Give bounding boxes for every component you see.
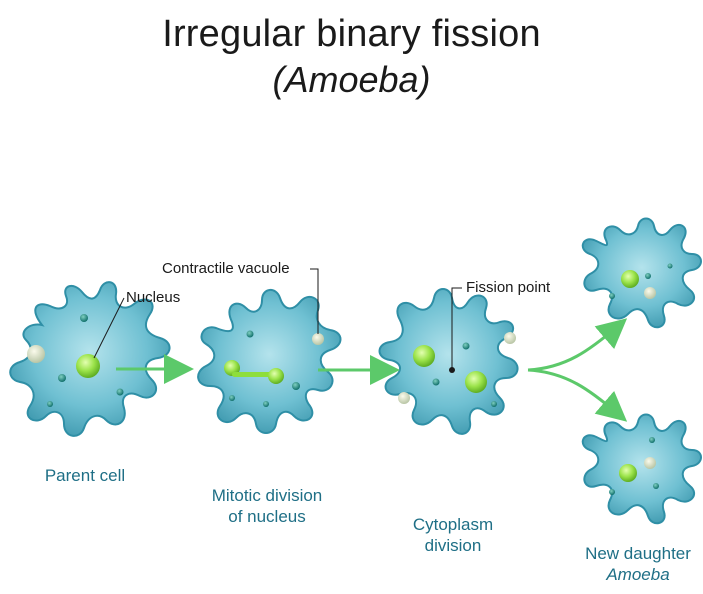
diagram-subtitle: (Amoeba) xyxy=(272,59,431,100)
caption-daughter: New daughter Amoeba xyxy=(574,543,702,585)
daughter-cell-bottom xyxy=(581,413,702,525)
caption-cytoplasm: Cytoplasm division xyxy=(388,514,518,556)
cytoplasm-division-cell xyxy=(378,288,519,435)
arrow-split-up xyxy=(527,318,628,372)
mitotic-cell xyxy=(197,289,342,434)
caption-parent-cell: Parent cell xyxy=(20,465,150,486)
caption-daughter-line1: New daughter xyxy=(585,544,691,563)
caption-cytoplasm-line2: division xyxy=(424,536,482,555)
caption-mitotic: Mitotic division of nucleus xyxy=(192,485,342,527)
nucleus-label: Nucleus xyxy=(126,289,181,306)
parent-cell xyxy=(9,281,171,437)
caption-parent-cell-text: Parent cell xyxy=(44,466,126,485)
nucleus-shape xyxy=(76,354,100,378)
contractile-vacuole-label: Contractile vacuole xyxy=(162,260,290,277)
diagram-title: Irregular binary fission xyxy=(162,13,541,55)
caption-daughter-line2: Amoeba xyxy=(606,565,670,584)
caption-mitotic-line1: Mitotic division xyxy=(211,486,323,505)
daughter-cell-top xyxy=(581,217,702,329)
fission-point-label: Fission point xyxy=(466,279,551,296)
fission-point-marker xyxy=(449,367,455,373)
arrow-split-down xyxy=(527,368,628,422)
caption-mitotic-line2: of nucleus xyxy=(228,507,306,526)
caption-cytoplasm-line1: Cytoplasm xyxy=(412,515,494,534)
nucleus-leader xyxy=(93,297,125,359)
fission-leader xyxy=(451,287,462,368)
vacuole-leader xyxy=(310,268,319,334)
